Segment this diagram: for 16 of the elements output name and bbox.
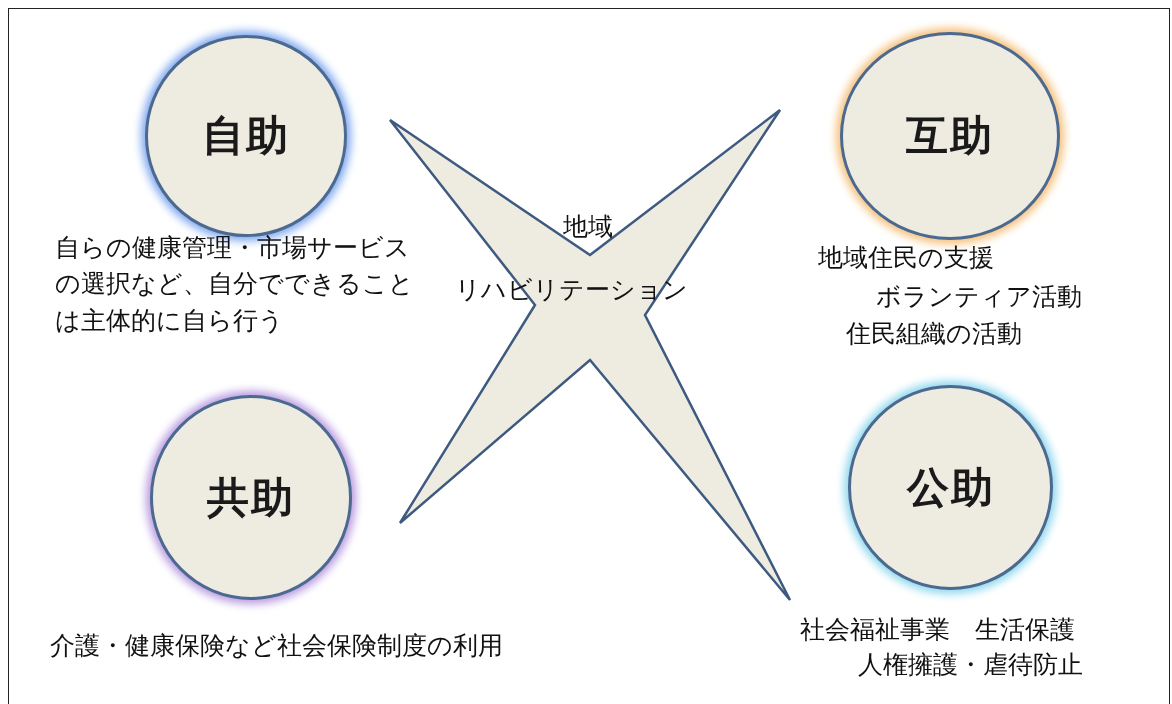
description-text: 社会福祉事業 生活保護 [800,614,1076,646]
circle [848,385,1053,590]
circle-label: 公助 [906,461,995,514]
circle-label: 自助 [202,110,290,162]
description-text: 人権擁護・虐待防止 [858,649,1084,681]
circle [145,35,347,237]
description-text: 自らの健康管理・市場サービスの選択など、自分でできることは主体的に自ら行う [55,232,415,337]
circle [840,32,1060,240]
center-label: 地域 [563,211,613,243]
circle-label: 共助 [207,471,295,524]
description-text: ボランティア活動 [876,281,1083,313]
circle-label: 互助 [906,110,994,162]
description-text: 住民組織の活動 [846,318,1023,350]
circle [150,395,352,600]
description-text: 介護・健康保険など社会保険制度の利用 [50,630,504,662]
description-text: 地域住民の支援 [818,242,995,274]
